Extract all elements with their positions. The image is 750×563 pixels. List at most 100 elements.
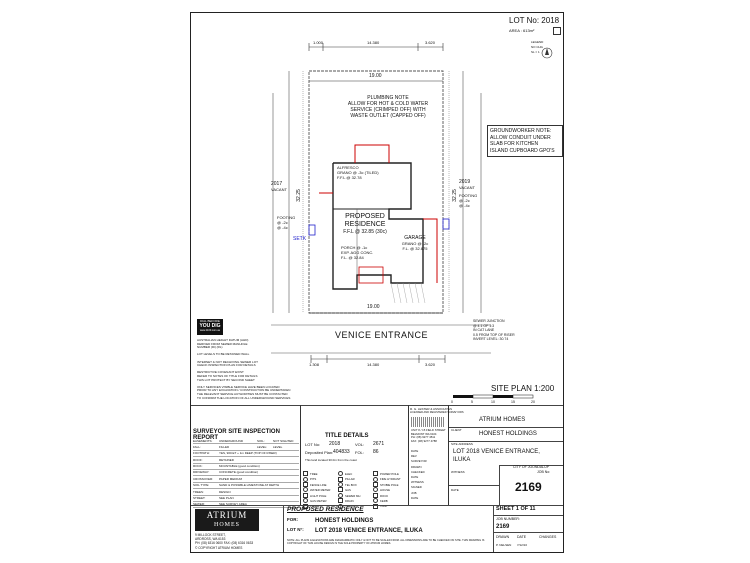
- surveyor-subtitle: LICENSED AND REGISTERED SURVEYORS: [410, 411, 464, 414]
- legend-label: DRAIN: [345, 498, 354, 503]
- title-details-heading: TITLE DETAILS: [325, 433, 369, 439]
- porch-line: PORCH @ -1c: [341, 245, 368, 250]
- survey-cell: SOIL:: [257, 438, 265, 443]
- for-value: HONEST HOLDINGS: [315, 518, 374, 524]
- legend-symbol-icon: [373, 471, 378, 477]
- survey-cell: STREET:: [193, 496, 206, 501]
- footer-address-line: PH: (08) 6316 0600 FAX: (08) 6316 0633: [195, 541, 254, 546]
- atrium-logo: ATRIUM HOMES: [195, 509, 259, 531]
- legend-item: POWER POLE: [373, 465, 399, 483]
- footing-line: FOOTING: [277, 215, 296, 220]
- legend-symbol-icon: [338, 482, 343, 488]
- left-note-line: RESTRICTIVE COVENANT EXIST: [197, 370, 244, 375]
- garage-line: GRANO @ -2c: [401, 241, 429, 246]
- legend-item: WATER METER: [303, 481, 330, 499]
- title-details-box: TITLE DETAILS LOT No: 2018 VOL: 2671 Dep…: [301, 405, 409, 509]
- survey-cell: NOT SIGHTED: [273, 438, 294, 443]
- legend-label: TANK: [380, 504, 388, 509]
- logo-top-text: ATRIUM: [206, 510, 248, 520]
- sewer-note-line: @ 4.1 OF 1:3: [473, 323, 495, 328]
- surveyor-field-label: WITNESS: [411, 480, 424, 485]
- garage-line: GARAGE: [404, 235, 426, 241]
- title-vol-label: VOL:: [355, 442, 365, 447]
- frontage-bottom: 19.00: [367, 304, 380, 310]
- survey-cell: FOOTPATH:: [193, 451, 210, 456]
- footing-line: @ -2c: [277, 220, 288, 225]
- legend-symbol-icon: [373, 482, 378, 488]
- survey-row: SEWER:SEE SURVEY AREA: [193, 502, 299, 509]
- alfresco-line: F.F.L @ 32.78: [337, 175, 362, 180]
- plumbing-note-line: SERVICE (CRIMPED OFF) WITH: [350, 107, 426, 113]
- title-dp-label: Deposited Plan:: [305, 450, 334, 455]
- surveyor-address-line: FAX: (08) 9277 4788: [411, 438, 437, 443]
- legend-label: POWER POLE: [380, 471, 399, 476]
- legend-symbol-icon: [338, 487, 343, 493]
- surveyor-block: R. G. LESTER & ASSOCIATES LICENSED AND R…: [409, 405, 464, 505]
- survey-row: SOIL TYPE:SAND & POSSIBLE LIMESTONE AT D…: [193, 483, 299, 490]
- legend-item: FIRE HYDRANT: [373, 470, 401, 488]
- drawn-label: DRAWN: [496, 535, 510, 539]
- legend-symbol-icon: [338, 498, 343, 504]
- survey-cell: SEWER:: [193, 502, 205, 507]
- legend-item: LIGHT POLE: [303, 487, 326, 505]
- title-lot-label: LOT No:: [305, 442, 321, 447]
- groundworker-note-line: ALLOW CONDUIT UNDER: [490, 134, 551, 141]
- legend-label: TEL BOX: [345, 482, 357, 487]
- garage-label: GARAGE GRANO @ -2c F.L. @ 32.675: [395, 235, 435, 251]
- surveyor-field-label: DATE: [411, 495, 419, 500]
- footer-address-line: 9 MILLOCK STREET,: [195, 533, 226, 537]
- drawn-date: 7/12/10: [517, 543, 528, 547]
- survey-row: ROCK:MOUNTABLE (good condition): [193, 464, 299, 470]
- survey-cell: YES, 900.ET + 1m DEEP (TOP OF RISER): [219, 451, 277, 456]
- date-label: DATE: [451, 488, 459, 492]
- site-address-label: SITE ADDRESS: [451, 442, 473, 446]
- side-left-dim: 32.25: [295, 189, 302, 202]
- survey-report-box: SURVEYOR SITE INSPECTION REPORT EASEMENT…: [191, 405, 301, 509]
- survey-cell: LEVEL:: [257, 444, 268, 449]
- survey-cell: MOUNTABLE (good condition): [219, 464, 260, 469]
- survey-report-title: SURVEYOR SITE INSPECTION REPORT: [193, 429, 280, 441]
- site-address-line2: ILUKA: [453, 457, 471, 463]
- dim-top-middle: 14.380: [367, 40, 380, 45]
- survey-cell: ROOF:: [193, 457, 203, 462]
- footing-line: @ -4c: [277, 225, 288, 230]
- legend-symbol-icon: [303, 498, 308, 504]
- legend-item: ROCK: [373, 487, 388, 505]
- footer-address-line: © COPYRIGHT ATRIUM HOMES: [195, 545, 243, 550]
- dim-top-left: 1.000: [313, 40, 324, 45]
- survey-cell: SOIL TYPE:: [193, 483, 210, 488]
- legend-label: PIPE: [310, 504, 317, 509]
- left-note-line: ONLY SERVICES VISIBLE SERVICE HAVE BEEN …: [197, 384, 280, 389]
- title-block-divider: [191, 405, 563, 406]
- job-number-footer: 2169: [496, 524, 510, 530]
- alfresco-line: GRANO @ -3c (TILED): [337, 170, 379, 175]
- lot-left-status: VACANT: [271, 187, 287, 192]
- legend-item: GAS METER: [303, 492, 326, 510]
- area-label: AREA : 613m²: [509, 28, 535, 33]
- legend-label: ELEC: [345, 471, 353, 476]
- garage-line: F.L. @ 32.675: [402, 246, 428, 251]
- date-label-footer: DATE: [517, 535, 527, 539]
- dbyd-line: DIAL BEFORE: [200, 319, 220, 323]
- legend-line-3: SL = 1: [531, 50, 540, 54]
- legend-symbol-icon: [338, 492, 343, 498]
- legend-label: GAS METER: [310, 498, 327, 503]
- porch-label: PORCH @ -1c EXP. AGG CONC. F.L. @ 32.84: [341, 245, 381, 260]
- legend-item: STOBIE POLE: [373, 476, 398, 494]
- legend-item: TANK: [373, 497, 387, 515]
- legend-item: PILLAR: [338, 470, 355, 488]
- lot-right-status: VACANT: [459, 185, 475, 190]
- job-number-label-footer: JOB NUMBER:: [496, 517, 520, 521]
- legend-item: DRAIN: [338, 492, 354, 510]
- legend-symbol-icon: [303, 476, 308, 482]
- plumbing-note-line: PLUMBING NOTE: [367, 95, 409, 101]
- legend-symbol-icon: [373, 476, 378, 482]
- dim-bottom-left: 1.308: [309, 362, 320, 367]
- logo-bottom-text: HOMES: [213, 522, 240, 528]
- groundworker-note-line: ISLAND CUPBOARD GPO'S: [490, 147, 555, 154]
